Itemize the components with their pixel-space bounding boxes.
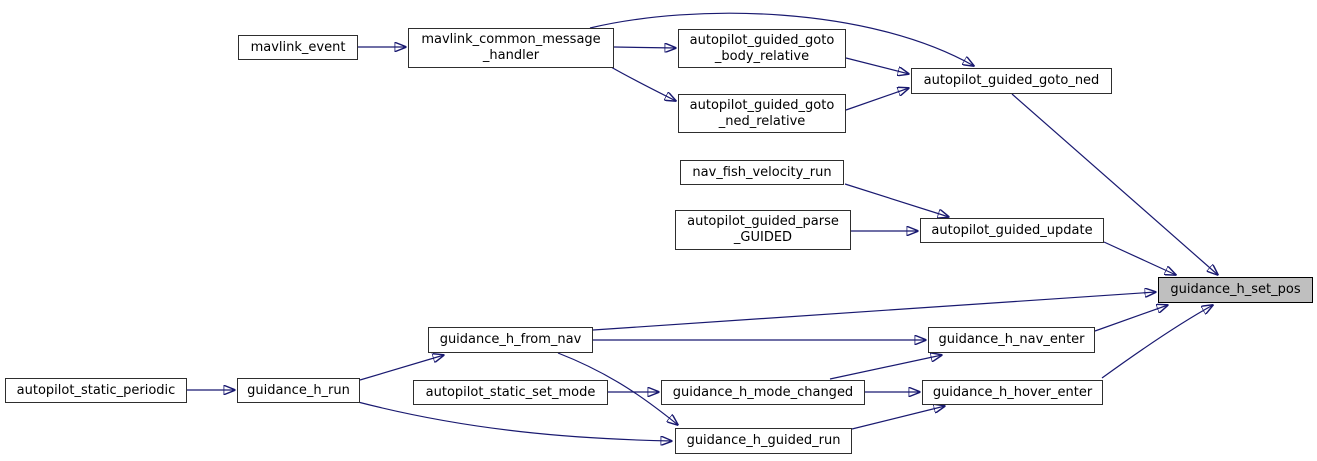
node-guidance-h-hover-enter[interactable]: guidance_h_hover_enter: [922, 380, 1103, 405]
edge-guidance_h_nav_enter-to-guidance_h_set_pos: [1094, 305, 1168, 332]
edge-guidance_h_guided_run-to-guidance_h_hover_enter: [851, 406, 945, 430]
edge-guidance_h_hover_enter-to-guidance_h_set_pos: [1101, 305, 1213, 379]
node-mavlink-event[interactable]: mavlink_event: [238, 35, 358, 60]
node-nav-fish-velocity-run[interactable]: nav_fish_velocity_run: [680, 160, 844, 185]
edge-autopilot_guided_update-to-guidance_h_set_pos: [1103, 241, 1176, 275]
node-guidance-h-nav-enter[interactable]: guidance_h_nav_enter: [928, 327, 1095, 353]
node-autopilot-guided-update[interactable]: autopilot_guided_update: [920, 218, 1104, 243]
node-mavlink-common-message-handler[interactable]: mavlink_common_message _handler: [408, 28, 614, 68]
edge-autopilot_guided_goto_ned-to-guidance_h_set_pos: [1011, 93, 1218, 275]
node-autopilot-guided-goto-body-relative[interactable]: autopilot_guided_goto _body_relative: [678, 29, 846, 68]
edge-guidance_h_run-to-guidance_h_guided_run: [357, 401, 672, 441]
node-guidance-h-from-nav[interactable]: guidance_h_from_nav: [428, 327, 593, 353]
edge-autopilot_guided_goto_ned_relative-to-autopilot_guided_goto_ned: [845, 88, 909, 111]
edge-mavlink_common_message_handler-to-autopilot_guided_goto_ned_relative: [610, 66, 676, 101]
node-guidance-h-set-pos: guidance_h_set_pos: [1158, 277, 1313, 303]
node-guidance-h-run[interactable]: guidance_h_run: [237, 378, 360, 403]
edge-guidance_h_run-to-guidance_h_from_nav: [359, 355, 444, 381]
node-autopilot-guided-parse-guided[interactable]: autopilot_guided_parse _GUIDED: [675, 210, 851, 250]
node-guidance-h-guided-run[interactable]: guidance_h_guided_run: [675, 428, 852, 454]
node-autopilot-static-periodic[interactable]: autopilot_static_periodic: [5, 378, 187, 403]
edge-mavlink_common_message_handler-to-autopilot_guided_goto_body_relative: [613, 47, 676, 48]
edge-guidance_h_from_nav-to-guidance_h_guided_run: [557, 352, 678, 425]
edge-mavlink_common_message_handler-to-autopilot_guided_goto_ned: [589, 12, 974, 66]
edge-guidance_h_from_nav-to-guidance_h_set_pos: [592, 292, 1156, 331]
edge-guidance_h_mode_changed-to-guidance_h_nav_enter: [829, 355, 942, 380]
edge-nav_fish_velocity_run-to-autopilot_guided_update: [844, 183, 949, 217]
node-guidance-h-mode-changed[interactable]: guidance_h_mode_changed: [661, 380, 865, 405]
node-autopilot-static-set-mode[interactable]: autopilot_static_set_mode: [413, 380, 608, 405]
node-autopilot-guided-goto-ned-relative[interactable]: autopilot_guided_goto _ned_relative: [678, 94, 846, 133]
node-autopilot-guided-goto-ned[interactable]: autopilot_guided_goto_ned: [911, 68, 1112, 94]
edge-autopilot_guided_goto_body_relative-to-autopilot_guided_goto_ned: [845, 57, 909, 74]
